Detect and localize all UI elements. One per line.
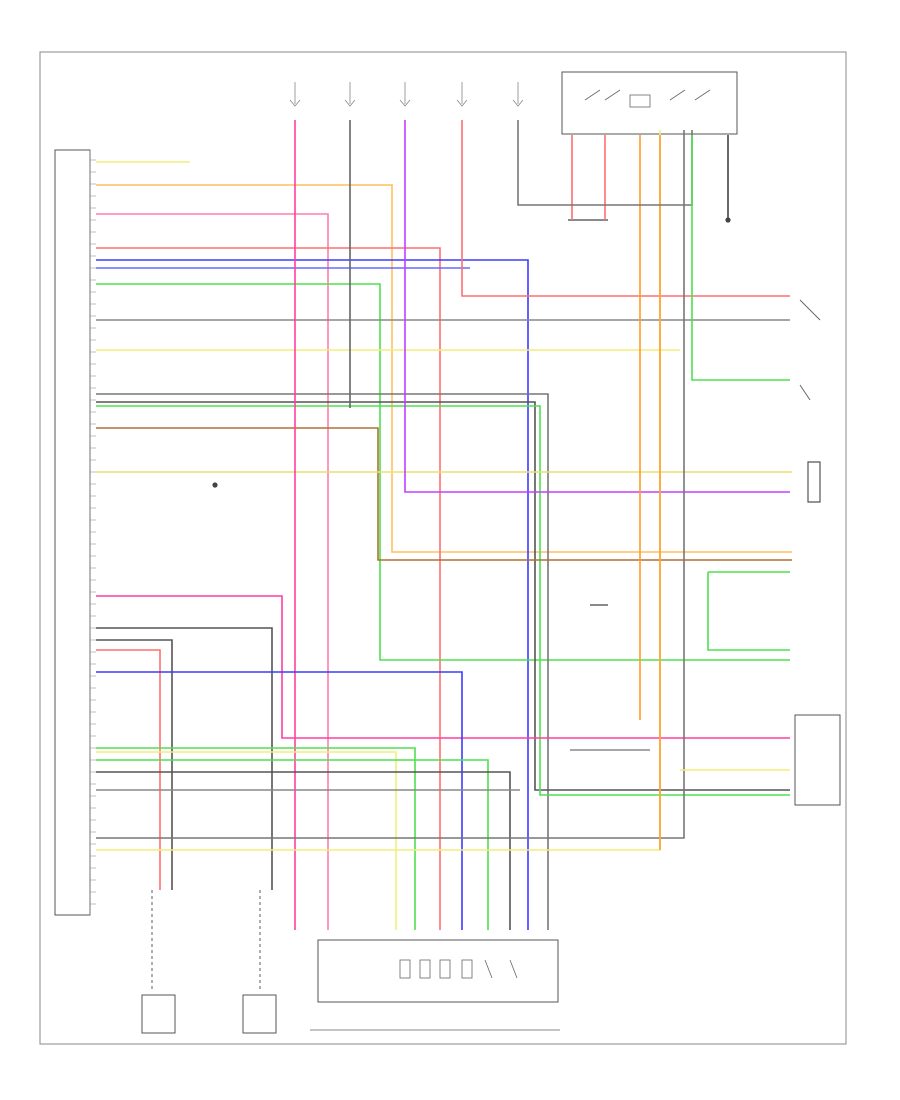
wire-yellow-4 xyxy=(96,751,397,930)
fuse-stubs xyxy=(289,82,524,107)
solenoid-symbols xyxy=(399,959,518,979)
wire-red-2 xyxy=(461,120,790,297)
wire-blue-1 xyxy=(96,259,529,930)
wire-red-3 xyxy=(96,649,161,890)
wire-gray-5 xyxy=(96,130,685,839)
wire-blue-3 xyxy=(96,671,463,930)
wire-black-4 xyxy=(96,771,511,930)
relay-switch-symbols xyxy=(584,89,711,108)
relay-box xyxy=(561,71,738,135)
switch-symbol-2 xyxy=(799,384,811,401)
wire-green-relay xyxy=(691,135,790,381)
wire-violet-1 xyxy=(404,120,790,493)
control-module-box xyxy=(54,149,91,916)
wire-pink-3 xyxy=(96,595,790,739)
wire-brown-1 xyxy=(96,427,792,561)
wire-green-4 xyxy=(96,759,489,930)
wire-gray-2 xyxy=(96,393,549,930)
wire-green-3 xyxy=(96,747,416,930)
wire-black-3 xyxy=(96,639,173,890)
wire-green-right-2 xyxy=(707,572,790,651)
wires xyxy=(96,120,792,990)
ground-symbols xyxy=(212,217,731,606)
page-border xyxy=(39,51,847,1045)
wire-black-2 xyxy=(96,627,273,890)
wire-red-1 xyxy=(96,247,441,930)
solenoid-connector-box xyxy=(317,939,559,1003)
speed-sensor-symbol xyxy=(807,461,821,503)
wire-pink-1 xyxy=(96,213,329,930)
right-connector-box xyxy=(794,714,841,806)
switch-symbol-1 xyxy=(799,299,821,321)
module-pin-ticks xyxy=(90,159,96,905)
wire-green-2 xyxy=(96,405,790,796)
wire-black-1 xyxy=(96,401,790,791)
sensor-box-left xyxy=(141,994,176,1034)
sensor-box-right xyxy=(242,994,277,1034)
wire-orange-1 xyxy=(96,184,792,553)
